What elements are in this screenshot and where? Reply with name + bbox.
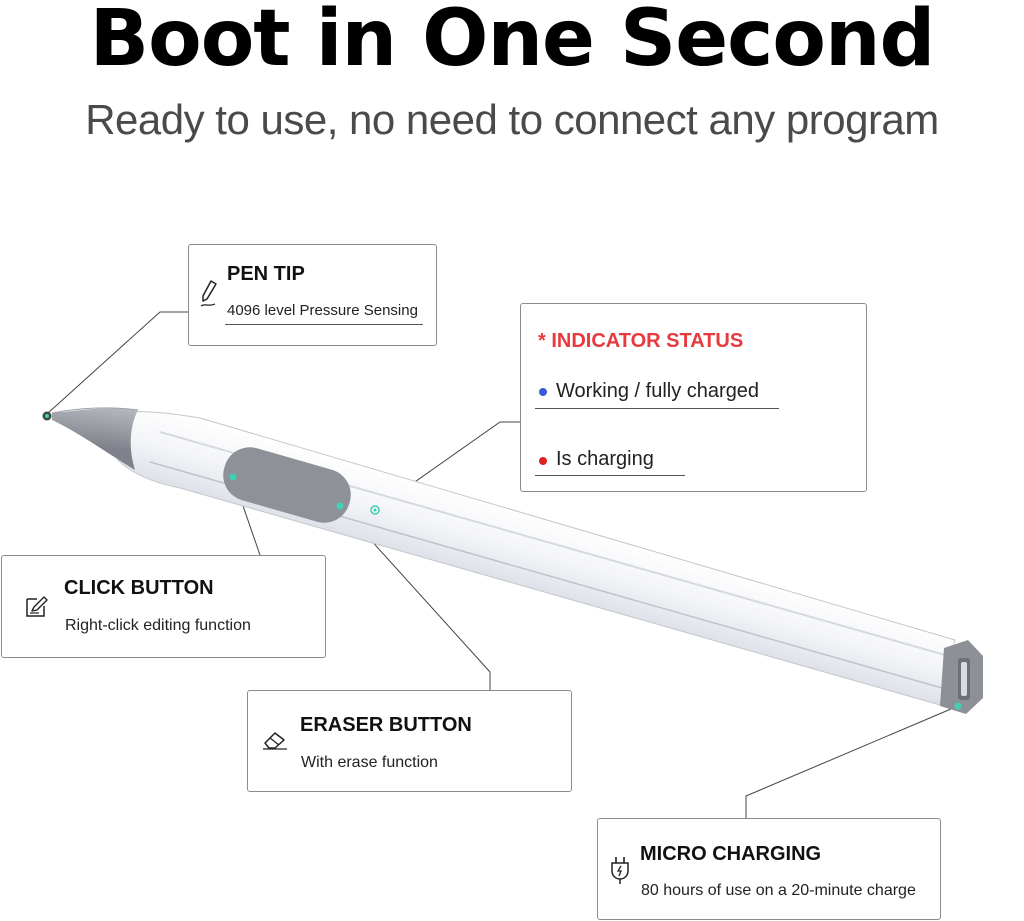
click-button-callout: CLICK BUTTON Right-click editing functio… — [1, 555, 326, 658]
indicator-working-label: Working / fully charged — [556, 380, 760, 402]
micro-charging-callout: MICRO CHARGING 80 hours of use on a 20-m… — [597, 818, 941, 920]
indicator-status-callout: * INDICATOR STATUS Working / fully charg… — [520, 303, 867, 492]
indicator-charging-underline — [535, 475, 685, 476]
pen-tip-icon — [197, 279, 219, 314]
click-button-title: CLICK BUTTON — [64, 577, 214, 599]
blue-status-dot — [539, 388, 547, 396]
micro-charging-desc: 80 hours of use on a 20-minute charge — [641, 882, 916, 899]
pen-tip-underline — [225, 324, 423, 325]
side-button — [223, 447, 351, 523]
subline: Ready to use, no need to connect any pro… — [85, 96, 939, 143]
pen-tip-title: PEN TIP — [227, 263, 305, 285]
eraser-icon — [261, 729, 289, 756]
eraser-button-callout: ERASER BUTTON With erase function — [247, 690, 572, 792]
leader-lines — [47, 311, 959, 820]
indicator-title: * INDICATOR STATUS — [538, 330, 744, 352]
indicator-charging-label: Is charging — [556, 448, 654, 470]
pen-body — [42, 407, 983, 714]
indicator-led — [370, 505, 380, 515]
headline: Boot in One Second — [89, 0, 936, 84]
micro-charging-title: MICRO CHARGING — [640, 843, 822, 865]
pen-tip-desc: 4096 level Pressure Sensing — [227, 302, 418, 319]
edit-icon — [24, 594, 50, 625]
eraser-button-desc: With erase function — [301, 754, 438, 771]
click-button-desc: Right-click editing function — [65, 617, 251, 634]
pen-tip-callout: PEN TIP 4096 level Pressure Sensing — [188, 244, 437, 346]
plug-icon — [608, 855, 632, 890]
indicator-working-underline — [535, 408, 779, 409]
red-status-dot — [539, 457, 547, 465]
eraser-button-title: ERASER BUTTON — [300, 714, 472, 736]
